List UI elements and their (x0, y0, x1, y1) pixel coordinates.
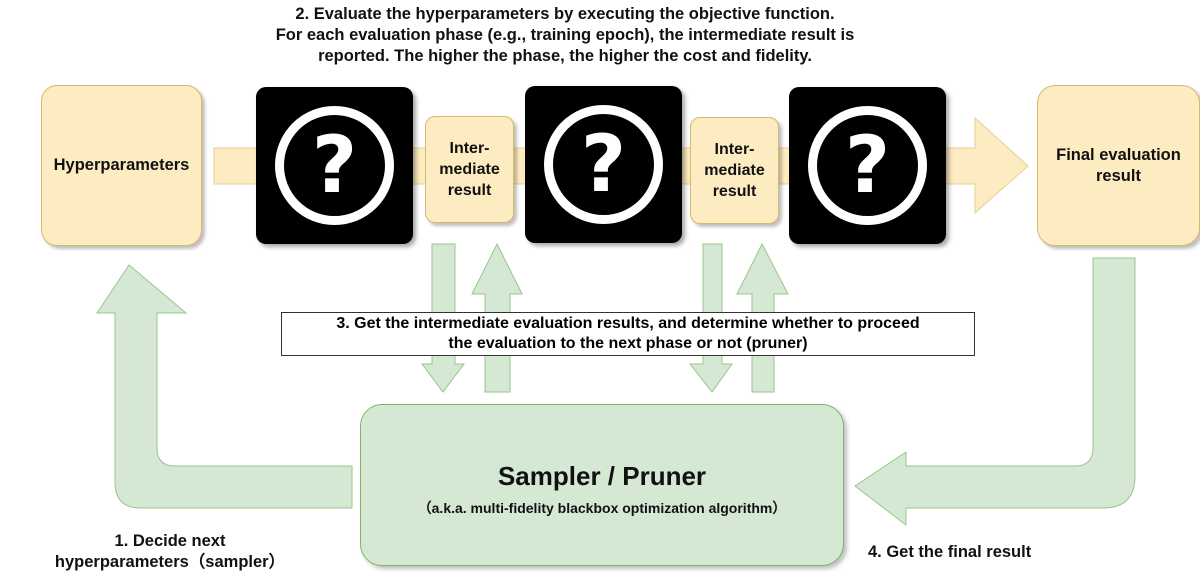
objective-blackbox-3: ? (789, 87, 946, 244)
intermediate-result-node-2: Inter- mediate result (690, 117, 779, 224)
sampler-pruner-subtitle: （a.k.a. multi-fidelity blackbox optimiza… (417, 500, 787, 516)
objective-blackbox-1: ? (256, 87, 413, 244)
intermediate-result-label-2: Inter- mediate result (704, 141, 765, 200)
objective-blackbox-2: ? (525, 86, 682, 243)
question-icon: ? (580, 119, 627, 210)
pruner-caption: 3. Get the intermediate evaluation resul… (281, 312, 975, 356)
intermediate-result-label-1: Inter- mediate result (439, 140, 500, 199)
hyperparameters-node: Hyperparameters (41, 85, 202, 246)
question-icon: ? (311, 120, 358, 211)
final-result-to-sampler-arrow (854, 257, 1136, 527)
hyperparameters-label: Hyperparameters (53, 156, 190, 174)
final-result-caption: 4. Get the final result (868, 543, 1032, 561)
final-result-node: Final evaluation result (1037, 85, 1200, 246)
sampler-pruner-title: Sampler / Pruner (497, 461, 707, 491)
sampler-pruner-box: Sampler / Pruner （a.k.a. multi-fidelity … (360, 404, 844, 566)
sampler-to-hyperparameters-arrow (96, 264, 353, 509)
intermediate-result-node-1: Inter- mediate result (425, 116, 514, 223)
final-result-label: Final evaluation result (1056, 145, 1181, 185)
sampler-caption: 1. Decide next hyperparameters（sampler） (54, 532, 286, 571)
question-icon: ? (844, 120, 891, 211)
evaluate-caption: 2. Evaluate the hyperparameters by execu… (275, 5, 855, 65)
